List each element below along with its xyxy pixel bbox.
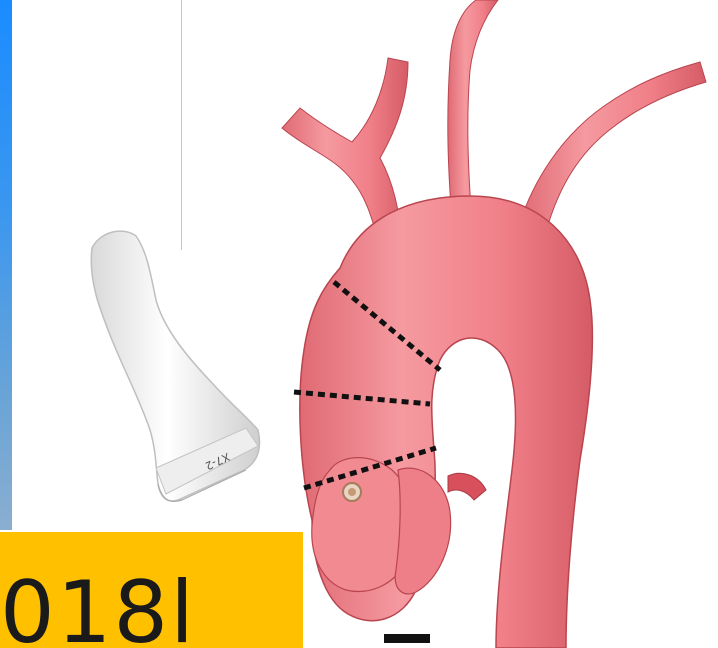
ultrasound-probe-icon: X7-2 [36, 205, 262, 501]
aorta-illustration [282, 0, 706, 648]
black-dash-mark [384, 634, 430, 643]
banner-text: 018l [0, 570, 196, 648]
yellow-banner: 018l [0, 532, 303, 648]
